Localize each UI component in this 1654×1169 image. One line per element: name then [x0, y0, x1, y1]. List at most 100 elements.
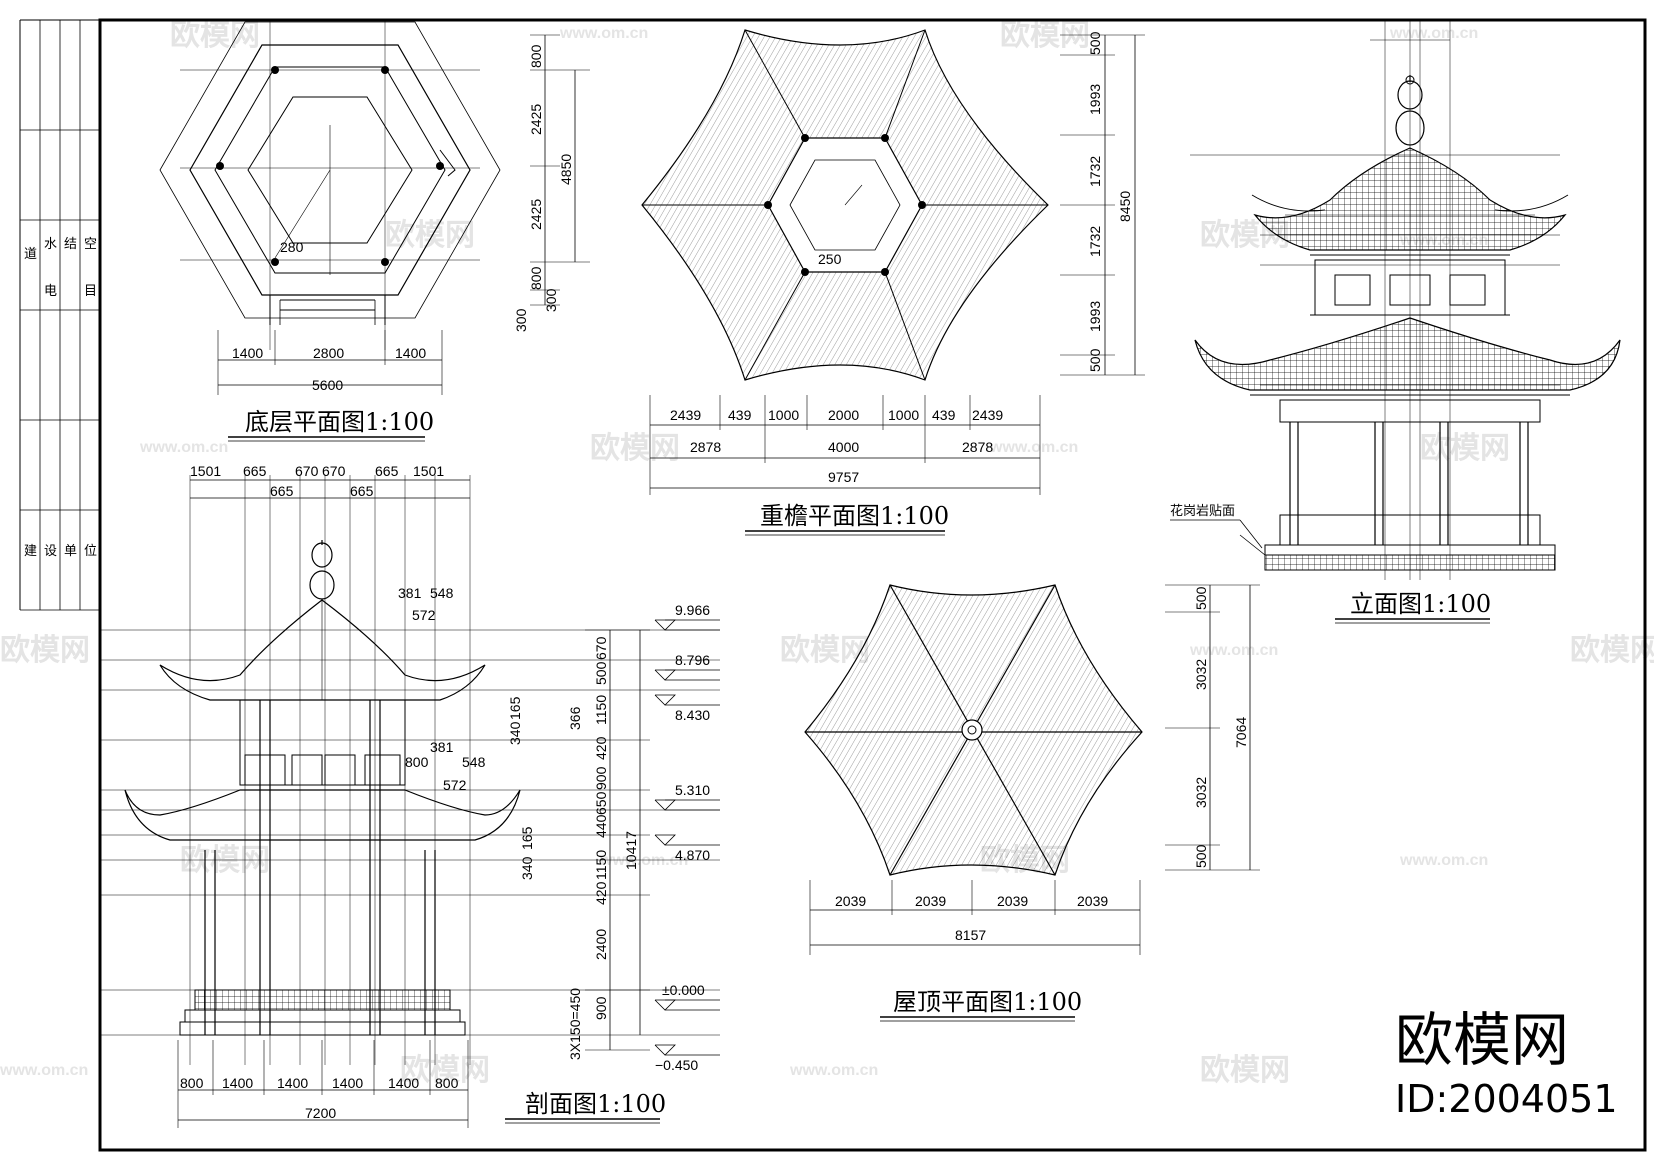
dimension-label: 2039 [997, 893, 1028, 909]
dimension-label: 440 [593, 814, 609, 838]
roof-plan-labels: 2039 2039 2039 2039 8157 屋顶平面图1:100 [835, 893, 1108, 1022]
watermark-url: www.om.cn [789, 1062, 878, 1079]
watermark: 欧模网 [590, 432, 680, 465]
watermark: 欧模网 [180, 844, 270, 877]
level-label: ±0.000 [662, 982, 705, 998]
dimension-label: 3032 [1193, 659, 1209, 690]
dimension-label: 2439 [972, 407, 1003, 423]
dimension-label: 8450 [1117, 191, 1133, 222]
watermark-url: www.om.cn [1389, 25, 1478, 42]
dimension-label: 381 [430, 739, 454, 755]
dimension-label: 3032 [1193, 777, 1209, 808]
dimension-label: 665 [270, 483, 294, 499]
watermark: 欧模网 [170, 19, 260, 52]
dimension-label: 300 [543, 288, 559, 312]
dimension-label: 665 [375, 463, 399, 479]
dimension-label: 1150 [593, 850, 609, 880]
roof-plan [804, 584, 1143, 955]
dimension-label: 1501 [413, 463, 444, 479]
dimension-label: 8157 [955, 927, 986, 943]
dimension-label: 1000 [768, 407, 799, 423]
dimension-label: 900 [593, 996, 609, 1020]
dimension-label: 800 [405, 754, 429, 770]
dimension-label: 1150 [593, 695, 609, 725]
roof-plan-vertical-dims [1165, 584, 1260, 871]
material-note: 花岗岩贴面 [1170, 503, 1235, 518]
title-block-cell: 建 [24, 543, 37, 558]
dimension-label: 1000 [888, 407, 919, 423]
dimension-label: 2425 [528, 104, 544, 135]
dimension-label: 439 [932, 407, 956, 423]
dimension-label: 165 [507, 696, 523, 720]
dimension-label: 1400 [277, 1075, 308, 1091]
dimension-label: 2878 [962, 439, 993, 455]
dimension-label: 1501 [190, 463, 221, 479]
dimension-label: 2039 [835, 893, 866, 909]
dimension-label: 9757 [828, 469, 859, 485]
brand-id: ID:2004051 [1395, 1077, 1618, 1121]
dimension-label: 900 [593, 766, 609, 790]
dimension-label: 366 [567, 706, 583, 730]
drawing-title: 剖面图1:100 [525, 1090, 666, 1118]
dimension-label: 1400 [395, 345, 426, 361]
dimension-label: 2878 [690, 439, 721, 455]
dimension-label: 500 [1193, 586, 1209, 610]
level-label: 8.796 [675, 652, 710, 668]
title-block-cell: 电 [44, 283, 57, 298]
title-block-cell: 结 [64, 236, 77, 251]
dimension-label: 3X150=450 [567, 988, 583, 1060]
dimension-label: 1400 [332, 1075, 363, 1091]
dimension-label: 2400 [593, 929, 609, 960]
dimension-label: 1732 [1087, 156, 1103, 187]
dimension-label: 500 [1193, 844, 1209, 868]
dimension-label: 1400 [388, 1075, 419, 1091]
ground-plan [159, 20, 590, 395]
dimension-label: 800 [528, 44, 544, 68]
dimension-label: 800 [435, 1075, 459, 1091]
dimension-label: 420 [593, 736, 609, 760]
watermark: 欧模网 [400, 1054, 490, 1087]
drawing-title: 屋顶平面图1:100 [893, 988, 1082, 1016]
level-label: 4.870 [675, 847, 710, 863]
dimension-label: 500 [1087, 31, 1103, 55]
dimension-label: 1732 [1087, 226, 1103, 257]
title-block-cell: 位 [84, 543, 97, 558]
watermark-url: www.om.cn [139, 439, 228, 456]
dimension-label: 1993 [1087, 301, 1103, 332]
eave-plan [641, 29, 1145, 495]
watermark: 欧模网 [1200, 1054, 1290, 1087]
dimension-label: 2000 [828, 407, 859, 423]
dimension-label: 5600 [312, 377, 343, 393]
ground-plan-labels: 1400 2800 1400 5600 280 800 2425 2425 80… [228, 44, 574, 442]
brand-name: 欧模网 [1395, 1006, 1569, 1074]
dimension-label: 2800 [313, 345, 344, 361]
watermark-url: www.om.cn [0, 1062, 88, 1079]
dimension-label: 280 [280, 239, 304, 255]
dimension-label: 500 [1087, 348, 1103, 372]
level-label: 5.310 [675, 782, 710, 798]
drawing-title: 底层平面图1:100 [245, 408, 434, 436]
watermark-layer: 欧模网 欧模网 www.om.cn www.om.cn 欧模网 欧模网 www.… [0, 19, 1654, 1087]
dimension-label: 665 [243, 463, 267, 479]
drawing-frame [98, 18, 1647, 1152]
dimension-label: 800 [528, 266, 544, 290]
dimension-label: 548 [462, 754, 486, 770]
level-label: 8.430 [675, 707, 710, 723]
watermark: 欧模网 [0, 634, 90, 667]
level-label: −0.450 [655, 1057, 698, 1073]
watermark-url: www.om.cn [1189, 642, 1278, 659]
drawing-title: 立面图1:100 [1350, 590, 1491, 618]
dimension-label: 548 [430, 585, 454, 601]
watermark-url: www.om.cn [559, 25, 648, 42]
dimension-label: 1400 [222, 1075, 253, 1091]
watermark-url: www.om.cn [1399, 852, 1488, 869]
dimension-label: 381 [398, 585, 422, 601]
watermark-url: www.om.cn [599, 852, 688, 869]
watermark: 欧模网 [1420, 432, 1510, 465]
dimension-label: 650 [593, 791, 609, 815]
dimension-label: 4850 [558, 154, 574, 185]
title-block-cell: 水 [44, 236, 57, 251]
dimension-label: 665 [350, 483, 374, 499]
watermark: 欧模网 [1000, 19, 1090, 52]
